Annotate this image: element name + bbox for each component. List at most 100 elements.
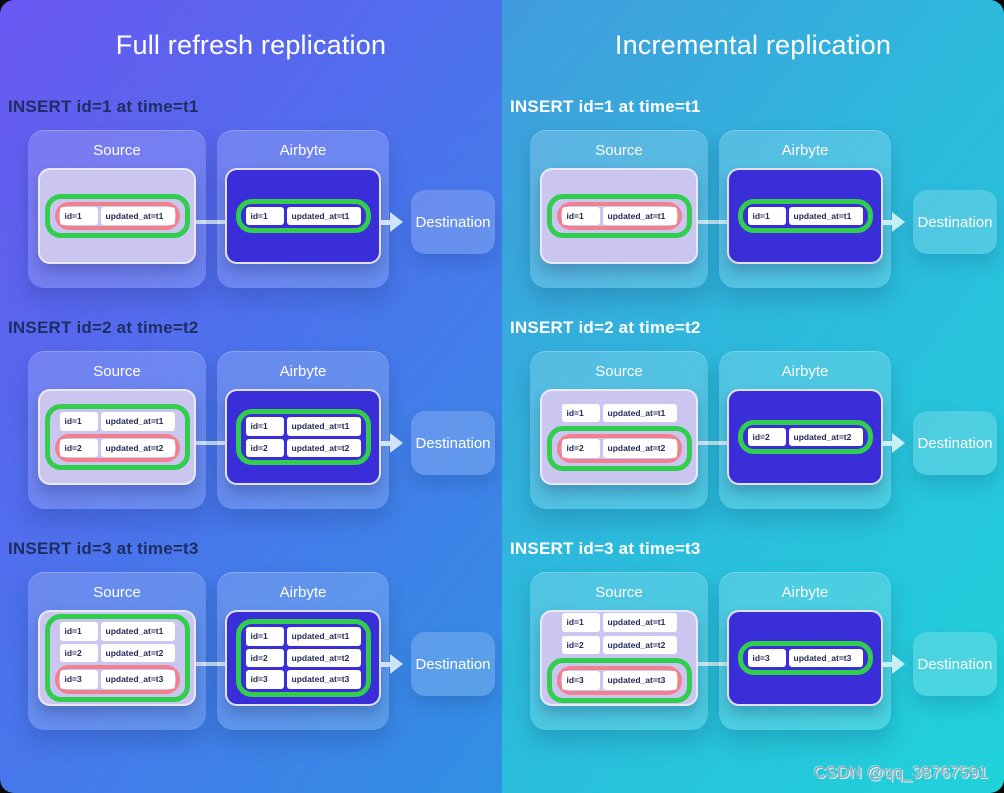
arrow-head-icon <box>892 433 905 453</box>
destination-box: Destination <box>913 190 997 254</box>
record-id-cell: id=1 <box>561 403 600 422</box>
airbyte-to-destination-arrow-icon <box>380 433 403 453</box>
record-updated-at-cell: updated_at=t2 <box>286 648 361 668</box>
step-label: INSERT id=3 at time=t3 <box>510 539 701 558</box>
arrow-head-icon <box>390 433 403 453</box>
airbyte-to-destination-arrow-icon <box>882 212 905 232</box>
record-id-cell: id=2 <box>747 427 786 447</box>
record-id-cell: id=1 <box>59 206 98 226</box>
panel-title: Source <box>595 584 643 601</box>
step-label: INSERT id=1 at time=t1 <box>8 97 199 116</box>
record-id-cell: id=1 <box>747 206 786 226</box>
arrow-head-icon <box>892 654 905 674</box>
destination-box: Destination <box>411 411 495 475</box>
record-id-cell: id=2 <box>59 438 98 457</box>
step-label: INSERT id=2 at time=t2 <box>8 318 199 337</box>
step-label: INSERT id=3 at time=t3 <box>8 539 199 558</box>
arrow-head-icon <box>390 212 403 232</box>
record-updated-at-cell: updated_at=t1 <box>100 206 175 226</box>
record-id-cell: id=2 <box>245 438 284 457</box>
step-label: INSERT id=2 at time=t2 <box>510 318 701 337</box>
record-id-cell: id=1 <box>245 417 284 436</box>
record-id-cell: id=1 <box>59 622 98 641</box>
panel-title: Source <box>595 363 643 380</box>
source-to-airbyte-connector <box>195 220 228 224</box>
arrow-stem <box>882 662 894 667</box>
record-updated-at-cell: updated_at=t2 <box>286 438 361 457</box>
record-updated-at-cell: updated_at=t1 <box>100 412 175 431</box>
record-updated-at-cell: updated_at=t1 <box>286 627 361 646</box>
panel-title: Airbyte <box>279 142 327 159</box>
record-updated-at-cell: updated_at=t1 <box>286 206 361 226</box>
record-id-cell: id=2 <box>561 635 600 655</box>
record-id-cell: id=1 <box>245 627 284 646</box>
panel-title: Airbyte <box>781 584 829 601</box>
panel-title: Source <box>595 142 643 159</box>
panel-title: Source <box>93 584 141 601</box>
record-updated-at-cell: updated_at=t2 <box>602 439 677 458</box>
column-title: Full refresh replication <box>115 30 387 60</box>
step-label: INSERT id=1 at time=t1 <box>510 97 701 116</box>
record-id-cell: id=2 <box>59 643 98 663</box>
panel-title: Airbyte <box>781 142 829 159</box>
record-id-cell: id=1 <box>561 613 600 632</box>
record-id-cell: id=2 <box>245 648 284 668</box>
record-updated-at-cell: updated_at=t2 <box>100 643 175 663</box>
record-updated-at-cell: updated_at=t3 <box>286 670 361 689</box>
airbyte-to-destination-arrow-icon <box>882 654 905 674</box>
record-updated-at-cell: updated_at=t1 <box>602 403 677 422</box>
record-updated-at-cell: updated_at=t1 <box>788 206 863 226</box>
column-title: Incremental replication <box>614 30 892 60</box>
source-to-airbyte-connector <box>195 662 228 666</box>
record-updated-at-cell: updated_at=t2 <box>788 427 863 447</box>
incremental-column: Incremental replication INSERT id=1 at t… <box>502 0 1004 793</box>
airbyte-to-destination-arrow-icon <box>380 212 403 232</box>
